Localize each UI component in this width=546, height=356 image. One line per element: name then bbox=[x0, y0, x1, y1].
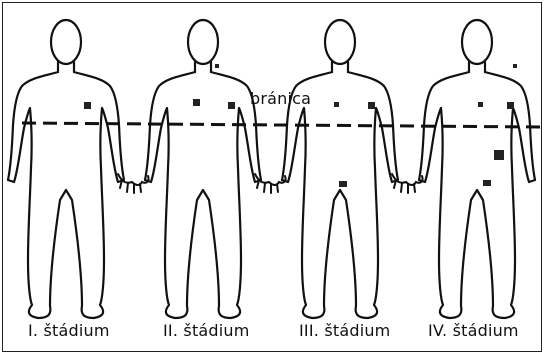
diaphragm-label: bránica bbox=[250, 89, 311, 108]
node-mark bbox=[339, 181, 347, 187]
node-mark bbox=[334, 102, 339, 107]
node-mark bbox=[84, 102, 91, 109]
stage-label-3: III. štádium bbox=[299, 321, 390, 340]
stage-label-1: I. štádium bbox=[28, 321, 110, 340]
figure-stage-1 bbox=[8, 20, 124, 318]
figure-stage-3 bbox=[282, 20, 398, 318]
node-mark bbox=[478, 102, 483, 107]
node-mark bbox=[513, 64, 517, 68]
node-mark bbox=[494, 150, 504, 160]
figure-stage-4 bbox=[419, 20, 535, 318]
stage-label-4: IV. štádium bbox=[428, 321, 519, 340]
stage-label-2: II. štádium bbox=[163, 321, 250, 340]
node-mark bbox=[507, 102, 514, 109]
node-mark bbox=[215, 64, 219, 68]
node-mark bbox=[228, 102, 235, 109]
node-mark bbox=[368, 102, 375, 109]
node-mark bbox=[483, 180, 491, 186]
node-mark bbox=[193, 99, 200, 106]
figure-stage-2 bbox=[145, 20, 261, 318]
